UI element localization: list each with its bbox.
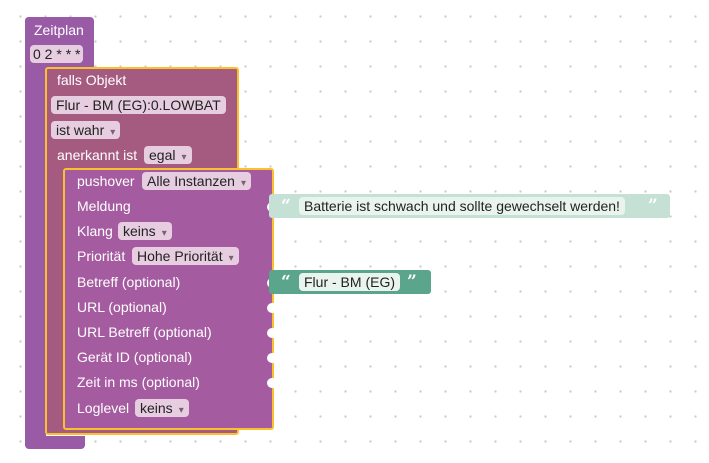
if-object-title: falls Objekt	[57, 72, 127, 88]
message-text-field[interactable]: Batterie ist schwach und sollte gewechse…	[299, 197, 625, 215]
priority-label: Priorität	[77, 248, 126, 264]
loglevel-label: Loglevel	[77, 400, 130, 416]
url-label: URL (optional)	[77, 299, 167, 315]
object-id-field[interactable]: Flur - BM (EG):0.LOWBAT	[51, 96, 226, 114]
priority-dropdown[interactable]: Hohe Priorität	[132, 247, 239, 265]
device-label: Gerät ID (optional)	[77, 349, 193, 365]
device-input-socket[interactable]	[267, 353, 274, 363]
pushover-title: pushover	[77, 173, 135, 189]
subject-label: Betreff (optional)	[77, 274, 181, 290]
sound-dropdown[interactable]: keins	[118, 222, 172, 240]
schedule-block-footer[interactable]	[25, 436, 85, 449]
close-quote-icon: ”	[648, 196, 658, 216]
url-subject-input-socket[interactable]	[267, 328, 274, 338]
ack-dropdown[interactable]: egal	[144, 146, 192, 164]
subject-text-field[interactable]: Flur - BM (EG)	[299, 273, 400, 291]
url-input-socket[interactable]	[267, 303, 274, 313]
ack-label: anerkannt ist	[57, 147, 138, 163]
url-subject-label: URL Betreff (optional)	[77, 324, 212, 340]
schedule-title: Zeitplan	[34, 22, 84, 38]
instance-dropdown[interactable]: Alle Instanzen	[142, 172, 251, 190]
close-quote-icon: ”	[407, 272, 417, 292]
condition-dropdown[interactable]: ist wahr	[51, 121, 121, 139]
cron-field[interactable]: 0 2 * * *	[30, 45, 84, 63]
time-label: Zeit in ms (optional)	[77, 374, 200, 390]
loglevel-dropdown[interactable]: keins	[135, 399, 189, 417]
schedule-block[interactable]	[25, 17, 46, 447]
open-quote-icon: “	[281, 272, 291, 292]
message-label: Meldung	[77, 198, 131, 214]
time-input-socket[interactable]	[267, 378, 274, 388]
sound-label: Klang	[77, 223, 113, 239]
subject-text-block[interactable]: “ Flur - BM (EG) ”	[269, 270, 431, 294]
pushover-block[interactable]	[63, 168, 274, 430]
message-text-block[interactable]: “ Batterie ist schwach und sollte gewech…	[269, 194, 670, 218]
open-quote-icon: “	[281, 196, 291, 216]
